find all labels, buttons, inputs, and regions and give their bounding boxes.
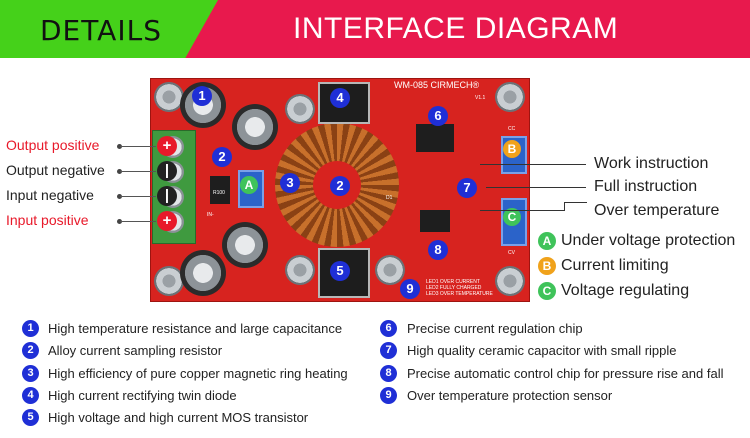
marker-1: 1 — [192, 86, 212, 106]
adjuster-a-label: Under voltage protection — [561, 232, 736, 249]
terminal-label-input-negative: Input negative — [6, 187, 94, 203]
mount-hole-inner-3 — [375, 255, 405, 285]
badge-b: B — [538, 257, 556, 275]
indicator-work-instruction: Work instruction — [594, 155, 709, 172]
feature-num-1: 1 — [22, 320, 39, 337]
feature-num-3: 3 — [22, 365, 39, 382]
minus-bar-icon-2: | — [157, 186, 177, 206]
board-version-text: V1.1 — [475, 95, 486, 101]
mount-hole-bottom-left — [154, 266, 184, 296]
resistor-label: R100 — [213, 190, 225, 196]
feature-text-6: Precise current regulation chip — [407, 321, 583, 336]
details-label: DETAILS — [40, 14, 162, 47]
leader-dot-4 — [117, 219, 122, 224]
feature-text-7: High quality ceramic capacitor with smal… — [407, 343, 677, 358]
page-title: INTERFACE DIAGRAM — [293, 12, 619, 45]
connector-over-end — [564, 202, 587, 211]
marker-b: B — [503, 140, 521, 158]
mount-hole-bottom-right — [495, 266, 525, 296]
feature-num-9: 9 — [380, 387, 397, 404]
feature-text-9: Over temperature protection sensor — [407, 388, 613, 403]
mount-hole-top-right — [495, 82, 525, 112]
leader-dot-3 — [117, 194, 122, 199]
feature-text-2: Alloy current sampling resistor — [48, 343, 223, 358]
badge-a: A — [538, 232, 556, 250]
feature-text-4: High current rectifying twin diode — [48, 388, 237, 403]
marker-5: 5 — [330, 261, 350, 281]
marker-2b: 2 — [330, 176, 350, 196]
led-legend-3: LED3 OVER TEMPERATURE — [426, 291, 493, 297]
header-green-band — [0, 0, 218, 58]
feature-num-5: 5 — [22, 409, 39, 426]
indicator-full-instruction: Full instruction — [594, 178, 698, 195]
minus-bar-icon: | — [157, 161, 177, 181]
capacitor-top-right — [232, 104, 278, 150]
feature-text-3: High efficiency of pure copper magnetic … — [48, 366, 348, 381]
marker-9: 9 — [400, 279, 420, 299]
marker-4: 4 — [330, 88, 350, 108]
marker-7: 7 — [457, 178, 477, 198]
terminal-label-output-positive: Output positive — [6, 137, 100, 153]
leader-line-3 — [120, 196, 156, 197]
feature-num-4: 4 — [22, 387, 39, 404]
sampling-resistor-body — [210, 176, 230, 204]
in-minus-label: IN- — [207, 212, 214, 218]
connector-full — [486, 187, 586, 188]
capacitor-bottom-right — [222, 222, 268, 268]
board-model-text: WM-085 CIRMECH® — [394, 80, 480, 90]
leader-dot-1 — [117, 144, 122, 149]
badge-c: C — [538, 282, 556, 300]
control-chip — [420, 210, 450, 232]
connector-work-h — [480, 164, 564, 165]
marker-3: 3 — [280, 173, 300, 193]
leader-line-2 — [120, 171, 156, 172]
plus-icon-2: + — [157, 211, 177, 231]
capacitor-bottom-left — [180, 250, 226, 296]
marker-8: 8 — [428, 240, 448, 260]
terminal-label-output-negative: Output negative — [6, 162, 105, 178]
leader-dot-2 — [117, 169, 122, 174]
feature-num-2: 2 — [22, 342, 39, 359]
feature-text-8: Precise automatic control chip for press… — [407, 366, 724, 381]
feature-text-1: High temperature resistance and large ca… — [48, 321, 343, 336]
mount-hole-top-left — [154, 82, 184, 112]
led-legend-1: LED1 OVER CURRENT — [426, 279, 480, 285]
connector-over-h — [480, 202, 564, 211]
feature-num-6: 6 — [380, 320, 397, 337]
cv-label: CV — [508, 250, 515, 256]
plus-icon: + — [157, 136, 177, 156]
indicator-over-temperature: Over temperature — [594, 202, 720, 219]
terminal-label-input-positive: Input positive — [6, 212, 89, 228]
marker-2a: 2 — [212, 147, 232, 167]
marker-c: C — [503, 208, 521, 226]
mount-hole-inner-1 — [285, 94, 315, 124]
leader-line-1 — [120, 146, 156, 147]
feature-num-8: 8 — [380, 365, 397, 382]
marker-6: 6 — [428, 106, 448, 126]
marker-a: A — [240, 176, 258, 194]
header-banner: DETAILS INTERFACE DIAGRAM — [0, 0, 750, 58]
mount-hole-inner-2 — [285, 255, 315, 285]
led-legend-2: LED2 FULLY CHARGED — [426, 285, 482, 291]
diode-label: D1 — [386, 195, 393, 201]
adjuster-c-label: Voltage regulating — [561, 282, 690, 299]
adjuster-b-label: Current limiting — [561, 257, 669, 274]
regulation-chip — [416, 124, 454, 152]
feature-text-5: High voltage and high current MOS transi… — [48, 410, 309, 425]
feature-num-7: 7 — [380, 342, 397, 359]
connector-work-end — [564, 164, 586, 165]
leader-line-4 — [120, 221, 156, 222]
cc-label: CC — [508, 126, 516, 132]
